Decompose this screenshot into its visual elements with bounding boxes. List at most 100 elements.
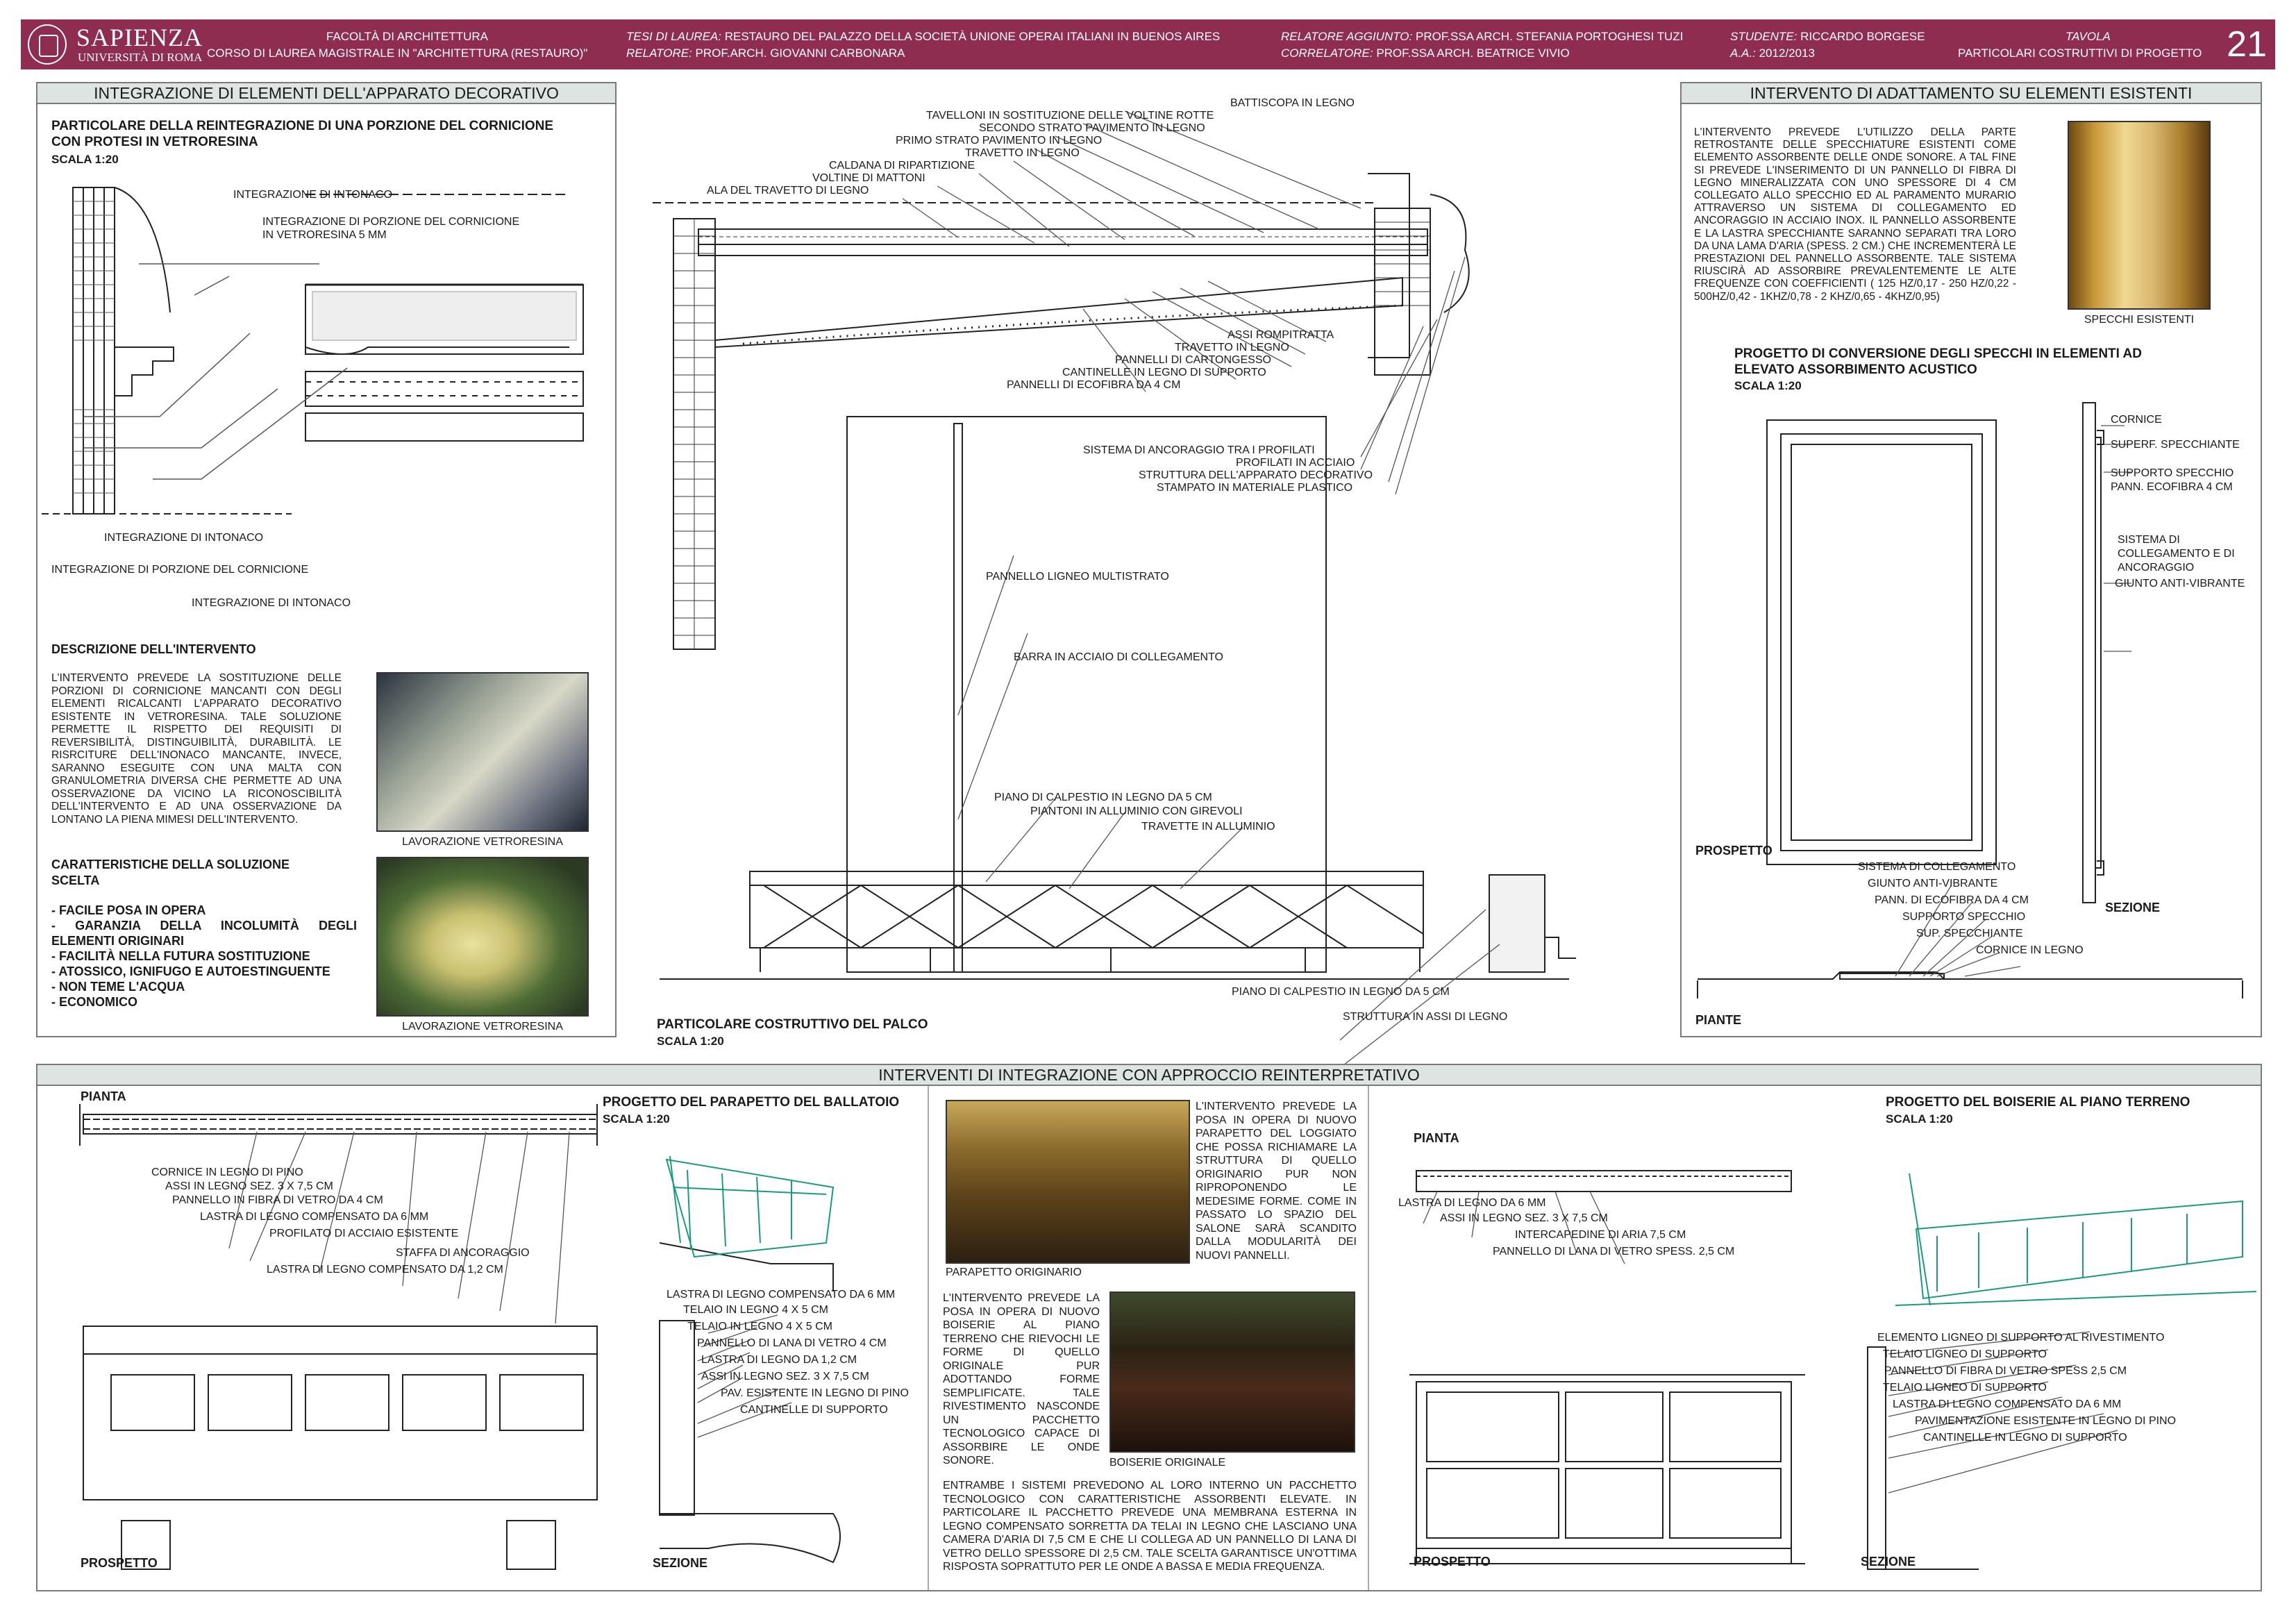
- label-battiscopa: BATTISCOPA IN LEGNO: [1230, 97, 1355, 109]
- cornice-drawing: [42, 187, 584, 515]
- plan2-label-2: INTERCAPEDINE DI ARIA 7,5 CM: [1515, 1229, 1686, 1241]
- tavola-label: TAVOLA: [2065, 30, 2111, 43]
- description-text: L'INTERVENTO PREVEDE LA SOSTITUZIONE DEL…: [51, 672, 342, 826]
- parapetto-scale: SCALA 1:20: [603, 1112, 670, 1126]
- faculty: FACOLTÀ DI ARCHITETTURA: [326, 30, 488, 43]
- parapet-text: L'INTERVENTO PREVEDE LA POSA IN OPERA DI…: [1196, 1101, 1357, 1262]
- sezione-1-label: SEZIONE: [653, 1556, 708, 1570]
- systems-text: ENTRAMBE I SISTEMI PREVEDONO AL LORO INT…: [943, 1480, 1357, 1573]
- label-secondo-strato: SECONDO STRATO PAVIMENTO IN LEGNO: [979, 122, 1205, 134]
- relatore-aggiunto: RELATORE AGGIUNTO: PROF.SSA ARCH. STEFAN…: [1281, 29, 1683, 44]
- relatore-agg-label: RELATORE AGGIUNTO:: [1281, 30, 1413, 43]
- label-travette: TRAVETTE IN ALLUMINIO: [1141, 821, 1275, 833]
- studente: STUDENTE: RICCARDO BORGESE: [1730, 29, 1925, 44]
- conversion-title: PROGETTO DI CONVERSIONE DEGLI SPECCHI IN…: [1734, 346, 2142, 377]
- plan1-label-4: PROFILATO DI ACCIAIO ESISTENTE: [269, 1228, 459, 1239]
- char-item: - ATOSSICO, IGNIFUGO E AUTOESTINGUENTE: [51, 964, 330, 978]
- sez2-label-1: TELAIO LIGNEO DI SUPPORTO: [1883, 1348, 2047, 1360]
- boiserie-scale: SCALA 1:20: [1886, 1112, 1953, 1126]
- label-voltine: VOLTINE DI MATTONI: [812, 172, 925, 184]
- label-assi-rompitratta: ASSI ROMPITRATTA: [1227, 329, 1334, 341]
- photo-caption-1: LAVORAZIONE VETRORESINA: [402, 836, 563, 848]
- tavola-value: PARTICOLARI COSTRUTTIVI DI PROGETTO: [1958, 47, 2202, 60]
- plan-label-ecofibra: PANN. DI ECOFIBRA DA 4 CM: [1875, 894, 2029, 906]
- label-caldana: CALDANA DI RIPARTIZIONE: [829, 160, 975, 172]
- section-label-giunto: GIUNTO ANTI-VIBRANTE: [2115, 578, 2245, 590]
- thesis: TESI DI LAUREA: RESTAURO DEL PALAZZO DEL…: [626, 29, 1220, 44]
- palco-section-drawing: [653, 110, 1576, 1066]
- thesis-label: TESI DI LAUREA:: [626, 30, 721, 43]
- sez1-label-1: TELAIO IN LEGNO 4 X 5 CM: [683, 1304, 828, 1316]
- panel-reinterpretive-title: INTERVENTI DI INTEGRAZIONE CON APPROCCIO…: [36, 1064, 2262, 1086]
- label-ala-travetto: ALA DEL TRAVETTO DI LEGNO: [707, 185, 869, 197]
- correlatore-label: CORRELATORE:: [1281, 47, 1373, 60]
- plan-label-sistema: SISTEMA DI COLLEGAMENTO: [1858, 861, 2016, 873]
- studente-label: STUDENTE:: [1730, 30, 1798, 43]
- characteristics-list: - FACILE POSA IN OPERA - GARANZIA DELLA …: [51, 903, 357, 1010]
- sez1-label-2: TELAIO IN LEGNO 4 X 5 CM: [687, 1321, 832, 1332]
- label-struttura-assi: STRUTTURA IN ASSI DI LEGNO: [1343, 1011, 1508, 1023]
- label-barra-acciaio: BARRA IN ACCIAIO DI COLLEGAMENTO: [1014, 651, 1223, 663]
- palco-title: PARTICOLARE COSTRUTTIVO DEL PALCO: [657, 1017, 928, 1032]
- cornice-detail-title: PARTICOLARE DELLA REINTEGRAZIONE DI UNA …: [51, 119, 554, 149]
- plan1-label-2: PANNELLO IN FIBRA DI VETRO DA 4 CM: [172, 1194, 383, 1206]
- label-piantoni: PIANTONI IN ALLUMINIO CON GIREVOLI: [1030, 805, 1243, 817]
- photo-caption-2: LAVORAZIONE VETRORESINA: [402, 1021, 563, 1032]
- photo-caption-mirrors: SPECCHI ESISTENTI: [2084, 314, 2195, 326]
- pianta-2-label: PIANTA: [1414, 1131, 1459, 1145]
- label-travetto-2: TRAVETTO IN LEGNO: [1175, 342, 1289, 353]
- sezione-2-label: SEZIONE: [1861, 1555, 1916, 1569]
- plan1-label-0: CORNICE IN LEGNO DI PINO: [151, 1167, 303, 1178]
- plan-label-supporto: SUPPORTO SPECCHIO: [1902, 911, 2026, 923]
- label-intonaco-3: INTEGRAZIONE DI INTONACO: [192, 597, 351, 609]
- plan1-label-5: STAFFA DI ANCORAGGIO: [396, 1247, 530, 1259]
- label-pannello-ligneo: PANNELLO LIGNEO MULTISTRATO: [986, 571, 1169, 583]
- photo-fiberglass-work-1: [376, 672, 589, 832]
- plan1-label-6: LASTRA DI LEGNO COMPENSATO DA 1,2 CM: [267, 1264, 503, 1276]
- sez2-label-5: PAVIMENTAZIONE ESISTENTE IN LEGNO DI PIN…: [1915, 1415, 2177, 1427]
- parapetto-drawings: [79, 1104, 841, 1570]
- parapetto-title: PROGETTO DEL PARAPETTO DEL BALLATOIO: [603, 1095, 900, 1110]
- label-intonaco-1: INTEGRAZIONE DI INTONACO: [233, 189, 393, 201]
- mirror-conversion-drawing: [1697, 402, 2243, 998]
- correlatore: CORRELATORE: PROF.SSA ARCH. BEATRICE VIV…: [1281, 46, 1570, 61]
- description-title: DESCRIZIONE DELL'INTERVENTO: [51, 642, 256, 656]
- section-label-cornice: CORNICE: [2111, 414, 2162, 426]
- sez1-label-6: PAV. ESISTENTE IN LEGNO DI PINO: [721, 1387, 909, 1399]
- label-cantinelle: CANTINELLE IN LEGNO DI SUPPORTO: [1062, 367, 1266, 378]
- plan2-label-1: ASSI IN LEGNO SEZ. 3 X 7,5 CM: [1440, 1212, 1608, 1224]
- pianta-1-label: PIANTA: [81, 1089, 126, 1103]
- piante-label: PIANTE: [1695, 1013, 1742, 1027]
- photo-caption-parapet: PARAPETTO ORIGINARIO: [946, 1266, 1082, 1278]
- thesis-value: RESTAURO DEL PALAZZO DELLA SOCIETÀ UNION…: [724, 30, 1221, 43]
- boiserie-title: PROGETTO DEL BOISERIE AL PIANO TERRENO: [1886, 1095, 2190, 1110]
- sez1-label-3: PANNELLO DI LANA DI VETRO 4 CM: [697, 1337, 887, 1349]
- char-item: - ECONOMICO: [51, 995, 137, 1009]
- plan-label-cornice: CORNICE IN LEGNO: [1976, 944, 2084, 956]
- char-item: - FACILE POSA IN OPERA: [51, 903, 206, 917]
- photo-caption-boiserie: BOISERIE ORIGINALE: [1109, 1457, 1226, 1469]
- prospetto-2-label: PROSPETTO: [1414, 1555, 1491, 1569]
- label-stampato: STAMPATO IN MATERIALE PLASTICO: [1157, 482, 1353, 494]
- label-piano-calpestio-2: PIANO DI CALPESTIO IN LEGNO DA 5 CM: [1232, 986, 1450, 998]
- char-item: - FACILITÀ NELLA FUTURA SOSTITUZIONE: [51, 949, 310, 963]
- section-label-superf: SUPERF. SPECCHIANTE: [2111, 439, 2240, 451]
- anno-accademico: A.A.: 2012/2013: [1730, 46, 1815, 61]
- label-cornicione-vetroresina: INTEGRAZIONE DI PORZIONE DEL CORNICIONE …: [262, 216, 520, 241]
- adaptation-text: L'INTERVENTO PREVEDE L'UTILIZZO DELLA PA…: [1694, 126, 2016, 303]
- boiserie-drawings: [1409, 1170, 2257, 1570]
- section-label-sistema: SISTEMA DI COLLEGAMENTO E DI ANCORAGGIO: [2118, 534, 2235, 574]
- plan-label-giunto: GIUNTO ANTI-VIBRANTE: [1868, 878, 1998, 889]
- prospetto-1-label: PROSPETTO: [81, 1556, 158, 1570]
- boiserie-text: L'INTERVENTO PREVEDE LA POSA IN OPERA DI…: [943, 1292, 1100, 1466]
- sez1-label-0: LASTRA DI LEGNO COMPENSATO DA 6 MM: [667, 1289, 896, 1301]
- cornice-detail-scale: SCALA 1:20: [51, 153, 119, 166]
- label-cartongesso: PANNELLI DI CARTONGESSO: [1115, 354, 1271, 366]
- section-label-supporto: SUPPORTO SPECCHIO PANN. ECOFIBRA 4 CM: [2111, 467, 2234, 493]
- relatore-label: RELATORE:: [626, 47, 692, 60]
- page-number: 21: [2227, 24, 2267, 65]
- sez1-label-5: ASSI IN LEGNO SEZ. 3 X 7,5 CM: [701, 1371, 869, 1382]
- char-item: - NON TEME L'ACQUA: [51, 980, 185, 994]
- brand-subtitle: UNIVERSITÀ DI ROMA: [78, 51, 203, 64]
- aa-label: A.A.:: [1730, 47, 1756, 60]
